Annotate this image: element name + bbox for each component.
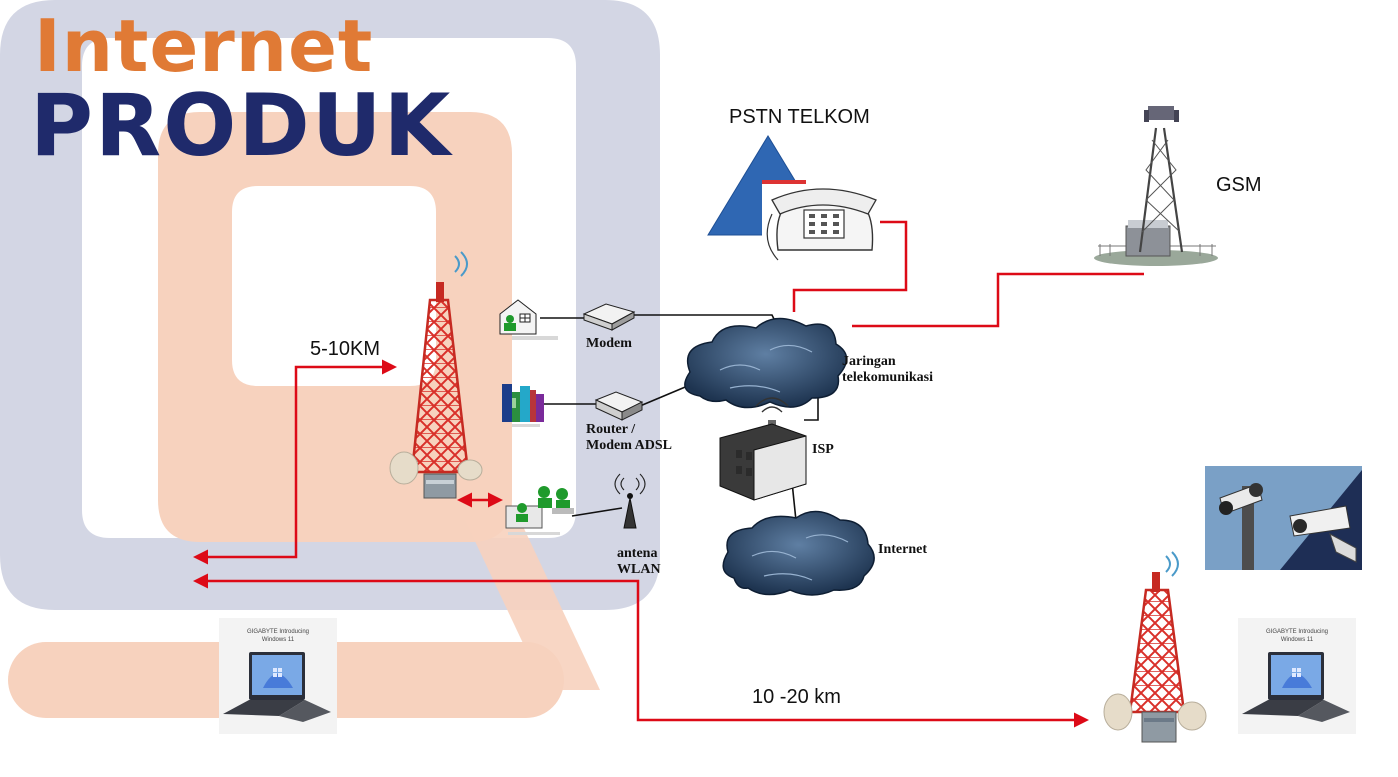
link-short-range (193, 359, 397, 565)
label-pstn-telkom: PSTN TELKOM (729, 106, 870, 128)
label-distance-long: 10 -20 km (752, 686, 841, 708)
home-user-icon (499, 299, 558, 340)
router-icon (594, 391, 644, 421)
link-long-range (193, 573, 1089, 728)
label-modem: Modem (586, 336, 632, 351)
laptop-card-caption-line2: Windows 11 (261, 637, 295, 643)
label-distance-short: 5-10KM (310, 338, 381, 360)
label-router-line1: Router / (586, 422, 636, 437)
label-jaringan-line1: Jaringan (842, 354, 896, 369)
cloud-icon (684, 317, 848, 409)
link-pstn (792, 220, 908, 312)
label-antena-line2: WLAN (617, 562, 661, 577)
lattice-tower-icon-2 (1103, 551, 1207, 743)
label-jaringan: Jaringan telekomunikasi (842, 354, 933, 386)
gsm-tower-icon (1094, 106, 1218, 266)
title-produk: PRODUK (30, 76, 453, 176)
line-antenna-users (571, 507, 623, 517)
background-frame-shape (0, 0, 660, 610)
telephone-icon (762, 180, 880, 266)
cctv-camera-icon (1205, 466, 1362, 570)
laptop-card-caption-2: GIGABYTE Introducing Windows 11 (1238, 628, 1356, 644)
label-antena-line1: antena (617, 546, 658, 561)
label-gsm: GSM (1216, 174, 1262, 196)
users-icon (505, 486, 574, 535)
label-internet: Internet (878, 542, 927, 557)
laptop-card-left: GIGABYTE Introducing Windows 11 (219, 618, 337, 734)
laptop-card-caption-line1-2: GIGABYTE Introducing (1265, 629, 1329, 635)
wlan-antenna-icon (614, 473, 646, 529)
cloud-icon-internet (722, 510, 875, 596)
laptop-icon (223, 652, 331, 722)
label-router-line2: Modem ADSL (586, 438, 672, 453)
isp-building-icon (719, 397, 807, 501)
label-router: Router / Modem ADSL (586, 422, 672, 454)
laptop-card-caption: GIGABYTE Introducing Windows 11 (219, 628, 337, 644)
link-gsm (852, 272, 1144, 328)
laptop-card-caption-line1: GIGABYTE Introducing (246, 629, 310, 635)
red-links (193, 220, 1144, 728)
laptop-card-right: GIGABYTE Introducing Windows 11 (1238, 618, 1356, 734)
modem-icon (582, 303, 636, 331)
laptop-icon-2 (1242, 652, 1350, 722)
label-isp: ISP (812, 442, 834, 457)
office-icon (502, 384, 544, 427)
label-jaringan-line2: telekomunikasi (842, 370, 934, 385)
label-antena: antena WLAN (617, 546, 661, 578)
title-internet: Internet (34, 4, 374, 88)
lattice-tower-icon (389, 251, 483, 499)
laptop-card-caption-line2-2: Windows 11 (1280, 637, 1314, 643)
line-router-cloud (639, 384, 691, 407)
